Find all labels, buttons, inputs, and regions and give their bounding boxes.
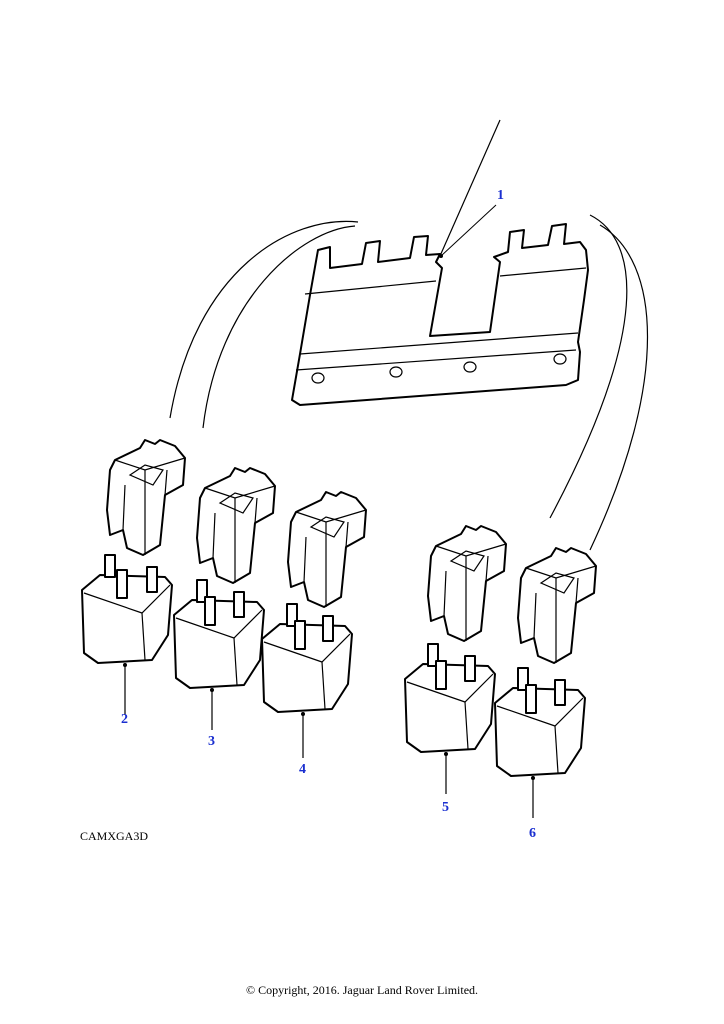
relay-socket-4 (427, 525, 507, 642)
copyright-notice: © Copyright, 2016. Jaguar Land Rover Lim… (245, 983, 479, 997)
relay-socket-1 (106, 439, 186, 556)
assembly-leader-lines (169, 214, 649, 551)
relay-2 (81, 554, 173, 715)
drawing-code: CAMXGA3D (80, 829, 149, 843)
relay-socket-3 (287, 491, 367, 608)
relay-3 (173, 579, 265, 730)
relay-4 (261, 603, 353, 758)
callout-6[interactable]: 6 (529, 826, 536, 841)
callout-5[interactable]: 5 (442, 800, 449, 815)
callout-1[interactable]: 1 (497, 188, 504, 203)
relay-bracket (291, 119, 589, 406)
callout-3[interactable]: 3 (208, 734, 215, 749)
relay-socket-5 (517, 547, 597, 664)
relay-socket-2 (196, 467, 276, 584)
relay-6 (494, 667, 586, 818)
callout-2[interactable]: 2 (121, 712, 128, 727)
relay-5 (404, 643, 496, 794)
callout-4[interactable]: 4 (299, 762, 306, 777)
